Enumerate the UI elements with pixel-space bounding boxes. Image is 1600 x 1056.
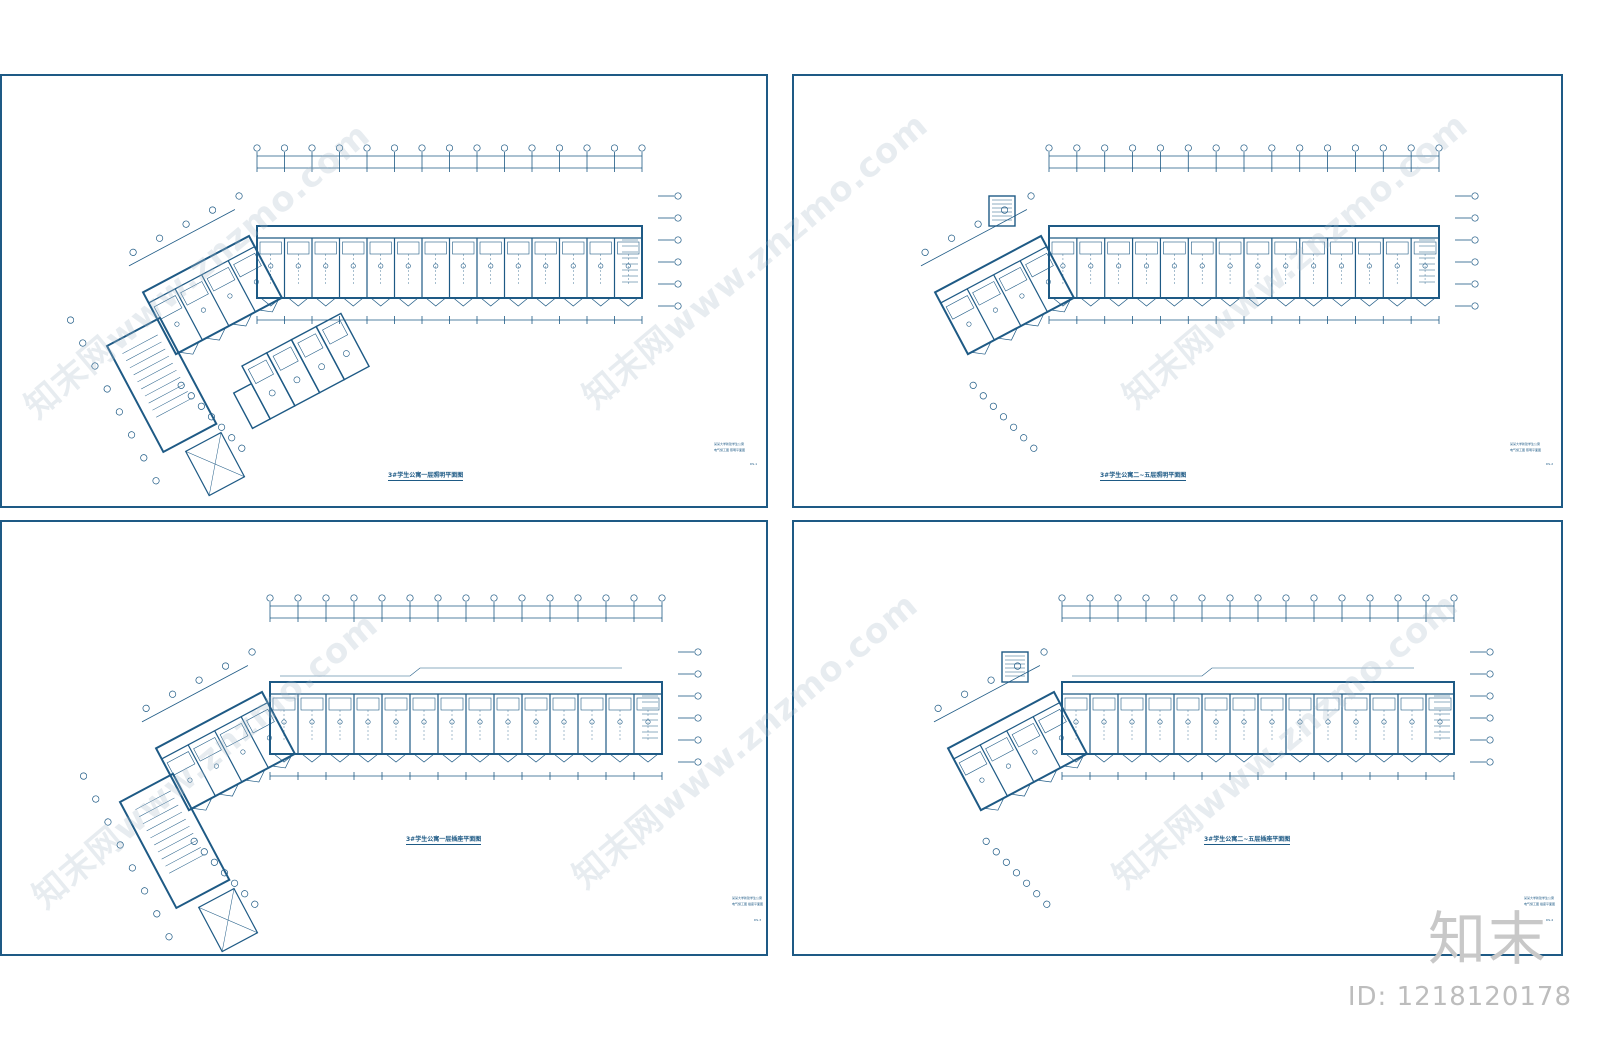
sheet-title: 3#学生公寓一层照明平面图 [388,472,464,481]
floor-plan-4 [933,594,1494,908]
sheet-page: DS-3 [754,918,762,922]
drawing-sheet-1: 3#学生公寓一层照明平面图 某某大学新建学生公寓 电气施工图 照明平面图 DS-… [0,74,768,508]
sheet-title: 3#学生公寓二~五层插座平面图 [1204,836,1291,845]
drawing-sheet-3: 3#学生公寓一层插座平面图 某某大学新建学生公寓 电气施工图 插座平面图 DS-… [0,520,768,956]
floor-plan-2 [920,144,1479,452]
drawing-sheet-4: 3#学生公寓二~五层插座平面图 某某大学新建学生公寓 电气施工图 插座平面图 D… [792,520,1563,956]
watermark-logo: 知末 [1427,905,1548,973]
sheet-title: 3#学生公寓一层插座平面图 [406,836,482,845]
watermark-id: ID: 1218120178 [1347,982,1572,1012]
drawing-sheet-2: 3#学生公寓二~五层照明平面图 某某大学新建学生公寓 电气施工图 照明平面图 D… [792,74,1563,508]
sheet-note-2: 电气施工图 照明平面图 [1510,448,1541,452]
sheet-title: 3#学生公寓二~五层照明平面图 [1100,472,1187,481]
sheet-page: DS-1 [750,462,758,466]
sheet-note-1: 某某大学新建学生公寓 [714,442,745,446]
floor-plan-1 [67,144,682,497]
sheet-page: DS-4 [1546,918,1554,922]
sheet-note-1: 某某大学新建学生公寓 [1524,896,1555,900]
sheet-note-2: 电气施工图 插座平面图 [1524,902,1555,906]
sheet-page: DS-2 [1546,462,1554,466]
sheet-note-1: 某某大学新建学生公寓 [1510,442,1541,446]
sheet-note-2: 电气施工图 插座平面图 [732,902,763,906]
floor-plan-3 [80,594,702,953]
sheet-note-1: 某某大学新建学生公寓 [732,896,763,900]
sheet-note-2: 电气施工图 照明平面图 [714,448,745,452]
